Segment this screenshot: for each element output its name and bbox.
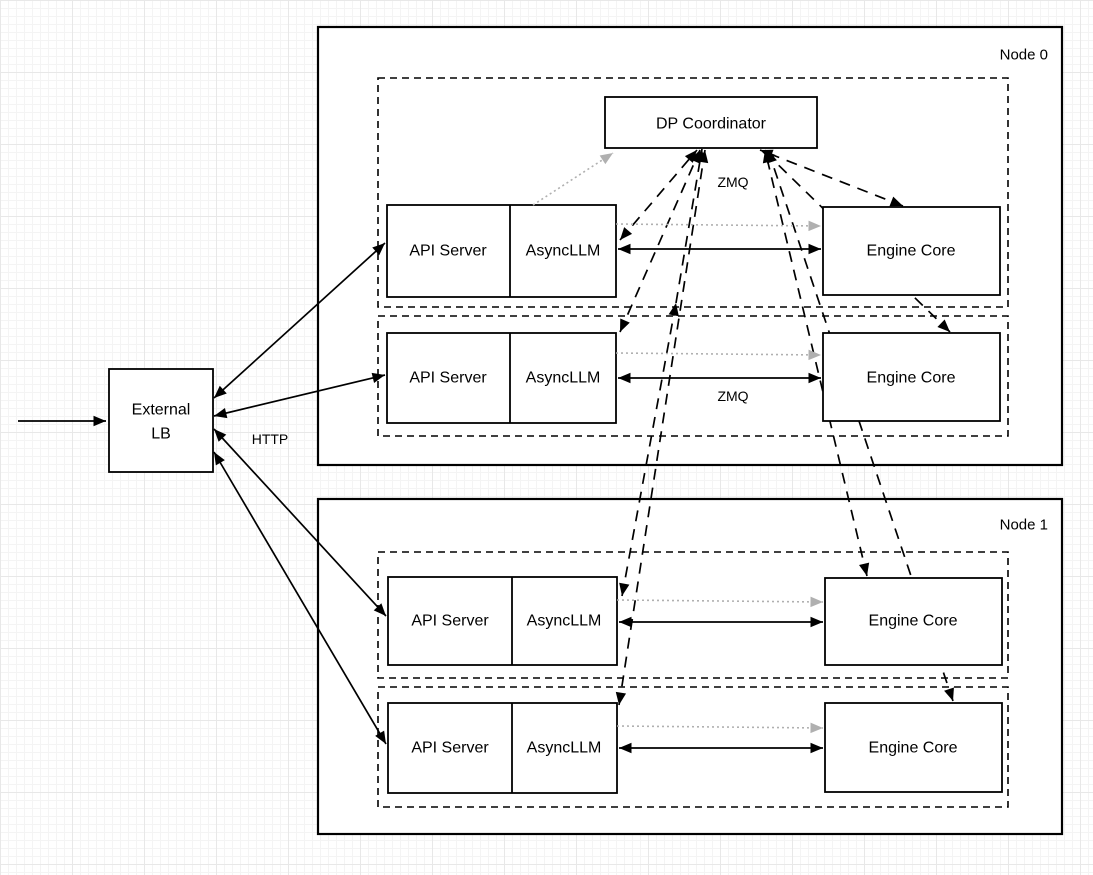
api-asyncllm-box <box>386 204 617 298</box>
engine-core-box <box>824 702 1003 793</box>
node1-label: Node 1 <box>1000 517 1048 534</box>
node0-row2: API Server AsyncLLM Engine Core <box>386 332 1001 424</box>
api-server-label: API Server <box>409 370 487 387</box>
engine-core-label: Engine Core <box>869 613 958 630</box>
edge-lb-api-n0r2 <box>213 372 386 419</box>
api-server-label: API Server <box>411 613 489 630</box>
api-asyncllm-box <box>387 576 618 666</box>
node1-row2: API Server AsyncLLM Engine Core <box>387 702 1003 794</box>
dotted-arrows <box>532 152 824 734</box>
external-lb-box <box>108 368 214 473</box>
engine-core-box <box>824 577 1003 666</box>
edge-dotted-asyncllm-engine-n1r2 <box>616 722 824 734</box>
http-label: HTTP <box>252 431 289 447</box>
edge-dotted-asyncllm-engine-n1r1 <box>616 596 824 608</box>
asyncllm-label: AsyncLLM <box>527 613 602 630</box>
engine-core-label: Engine Core <box>867 370 956 387</box>
api-asyncllm-box <box>387 702 618 794</box>
edge-lb-api-n0r1 <box>213 242 386 399</box>
zmq-label-row: ZMQ <box>717 388 748 404</box>
edge-dotted-asyncllm-engine-n0r2 <box>615 349 822 361</box>
node0-row1-container <box>377 77 1009 308</box>
external-lb-label-line2: LB <box>151 426 171 443</box>
node1-row1: API Server AsyncLLM Engine Core <box>387 576 1003 666</box>
edge-dotted-asyncllm-engine-n0r1 <box>615 220 822 232</box>
asyncllm-label: AsyncLLM <box>526 243 601 260</box>
asyncllm-label: AsyncLLM <box>527 740 602 757</box>
external-lb-label-line1: External <box>132 402 191 419</box>
engine-core-label: Engine Core <box>869 740 958 757</box>
dp-coordinator-label: DP Coordinator <box>656 116 767 133</box>
edge-dotted-asyncllm-coordinator <box>532 152 614 206</box>
engine-core-box <box>822 206 1001 296</box>
api-asyncllm-box <box>386 332 617 424</box>
asyncllm-label: AsyncLLM <box>526 370 601 387</box>
node0-row1: API Server AsyncLLM Engine Core <box>386 204 1001 298</box>
node0-label: Node 0 <box>1000 47 1048 64</box>
api-server-label: API Server <box>409 243 487 260</box>
dp-coordinator-box <box>604 96 818 149</box>
solid-arrows <box>18 242 823 754</box>
edge-lb-api-n1r2 <box>213 451 387 745</box>
api-server-label: API Server <box>411 740 489 757</box>
engine-core-box <box>822 332 1001 422</box>
zmq-label-coordinator: ZMQ <box>717 174 748 190</box>
engine-core-label: Engine Core <box>867 243 956 260</box>
